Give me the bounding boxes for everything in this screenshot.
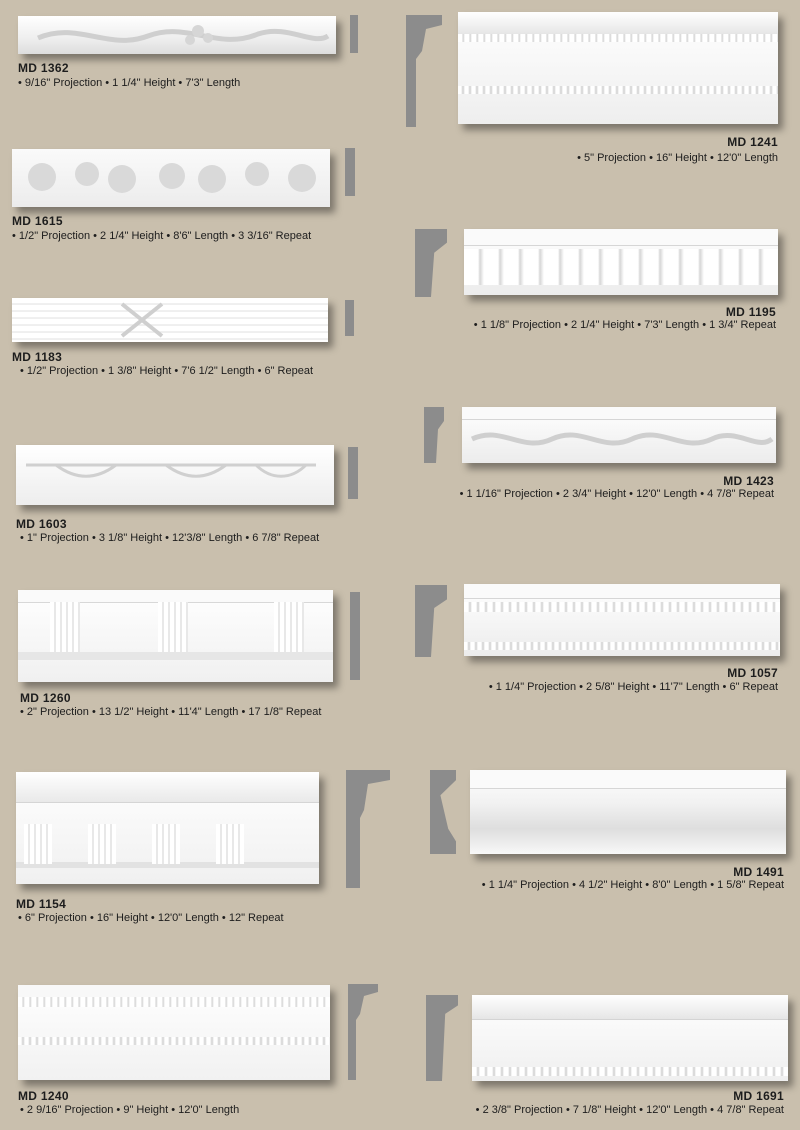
molding-image-md-1241	[458, 12, 778, 124]
molding-image-md-1057	[464, 584, 780, 656]
molding-image-md-1691	[472, 995, 788, 1081]
molding-image-md-1195	[464, 229, 778, 295]
molding-profile-md-1615	[345, 148, 355, 196]
molding-image-md-1154	[16, 772, 319, 884]
specs-md-1491: • 1 1/4" Projection • 4 1/2" Height • 8'…	[481, 879, 784, 891]
molding-image-md-1615	[12, 149, 330, 207]
molding-profile-md-1240	[348, 984, 378, 1080]
model-number-md-1603: MD 1603	[16, 517, 67, 531]
molding-profile-md-1260	[350, 592, 360, 680]
model-number-md-1241: MD 1241	[727, 135, 778, 149]
specs-md-1615: • 1/2" Projection • 2 1/4" Height • 8'6"…	[12, 230, 312, 242]
model-number-md-1195: MD 1195	[725, 305, 776, 319]
molding-profile-md-1603	[348, 447, 358, 499]
molding-image-md-1362	[18, 16, 336, 54]
molding-image-md-1240	[18, 985, 330, 1080]
model-number-md-1362: MD 1362	[18, 61, 69, 75]
specs-md-1241: • 5" Projection • 16" Height • 12'0" Len…	[577, 152, 778, 164]
model-number-md-1057: MD 1057	[727, 666, 778, 680]
molding-image-md-1183	[12, 298, 328, 342]
model-number-md-1240: MD 1240	[18, 1089, 69, 1103]
specs-md-1260: • 2" Projection • 13 1/2" Height • 11'4"…	[20, 706, 322, 718]
molding-profile-md-1154	[346, 770, 390, 888]
molding-image-md-1423	[462, 407, 776, 463]
molding-profile-md-1691	[426, 995, 458, 1081]
molding-profile-md-1491	[430, 770, 456, 854]
specs-md-1691: • 2 3/8" Projection • 7 1/8" Height • 12…	[475, 1104, 784, 1116]
molding-profile-md-1423	[424, 407, 444, 463]
specs-md-1240: • 2 9/16" Projection • 9" Height • 12'0"…	[20, 1104, 240, 1116]
specs-md-1057: • 1 1/4" Projection • 2 5/8" Height • 11…	[488, 681, 778, 693]
specs-md-1154: • 6" Projection • 16" Height • 12'0" Len…	[18, 912, 284, 924]
molding-profile-md-1362	[350, 15, 358, 53]
specs-md-1183: • 1/2" Projection • 1 3/8" Height • 7'6 …	[20, 365, 314, 377]
molding-image-md-1491	[470, 770, 786, 854]
model-number-md-1615: MD 1615	[12, 214, 63, 228]
molding-profile-md-1057	[415, 585, 447, 657]
model-number-md-1154: MD 1154	[16, 897, 67, 911]
specs-md-1195: • 1 1/8" Projection • 2 1/4" Height • 7'…	[473, 319, 776, 331]
specs-md-1603: • 1" Projection • 3 1/8" Height • 12'3/8…	[20, 532, 320, 544]
model-number-md-1691: MD 1691	[733, 1089, 784, 1103]
model-number-md-1423: MD 1423	[723, 474, 774, 488]
model-number-md-1491: MD 1491	[733, 865, 784, 879]
molding-profile-md-1195	[415, 229, 447, 297]
molding-image-md-1260	[18, 590, 333, 682]
specs-md-1362: • 9/16" Projection • 1 1/4" Height • 7'3…	[18, 77, 241, 89]
molding-image-md-1603	[16, 445, 334, 505]
molding-profile-md-1241	[406, 15, 442, 127]
molding-profile-md-1183	[345, 300, 354, 336]
model-number-md-1260: MD 1260	[20, 691, 71, 705]
specs-md-1423: • 1 1/16" Projection • 2 3/4" Height • 1…	[459, 488, 774, 500]
model-number-md-1183: MD 1183	[12, 350, 63, 364]
